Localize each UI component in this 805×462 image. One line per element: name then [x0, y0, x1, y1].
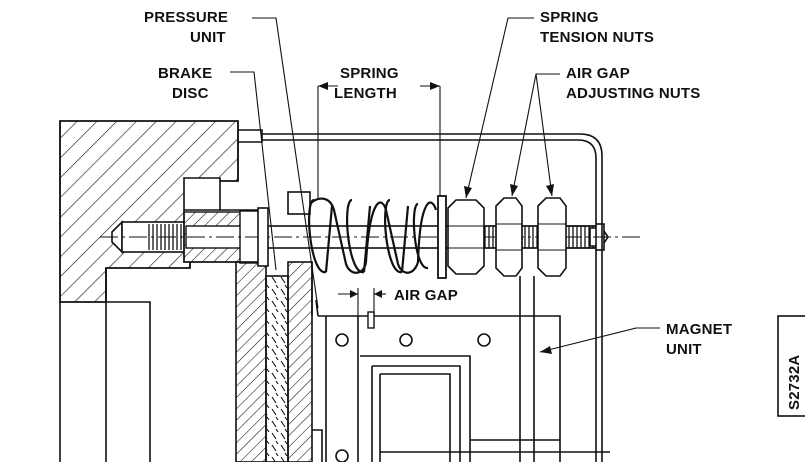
figure-id-box: S2732A	[777, 315, 805, 417]
air-gap-nut-1	[495, 197, 523, 277]
labels: PRESSURE UNIT BRAKE DISC SPRING LENGTH S…	[144, 9, 732, 358]
label-magnet-unit-2: UNIT	[666, 341, 702, 358]
label-magnet-unit-1: MAGNET	[666, 321, 732, 338]
label-brake-disc-2: DISC	[172, 85, 209, 102]
label-pressure-unit-1: PRESSURE	[144, 9, 228, 26]
air-gap-nut-2	[537, 197, 567, 277]
label-spring-length-2: LENGTH	[334, 85, 397, 102]
label-spring-length-1: SPRING	[340, 65, 399, 82]
figure-id: S2732A	[786, 355, 803, 410]
label-air-gap: AIR GAP	[394, 287, 458, 304]
spring-tension-nut	[447, 199, 485, 275]
magnet-unit	[311, 262, 610, 462]
spring-washer	[437, 195, 447, 279]
leader-lines	[230, 17, 660, 354]
housing-flange	[59, 120, 239, 462]
retainer-rod	[238, 129, 603, 462]
label-air-gap-nuts-2: ADJUSTING NUTS	[566, 85, 700, 102]
washer	[257, 207, 269, 267]
label-air-gap-nuts-1: AIR GAP	[566, 65, 630, 82]
label-spring-tension-2: TENSION NUTS	[540, 29, 654, 46]
bolt	[111, 177, 609, 264]
spring-seat	[287, 191, 311, 215]
brake-disc-stack	[235, 261, 313, 462]
label-pressure-unit-2: UNIT	[190, 29, 226, 46]
label-spring-tension-1: SPRING	[540, 9, 599, 26]
compression-spring	[308, 197, 438, 274]
label-brake-disc-1: BRAKE	[158, 65, 212, 82]
